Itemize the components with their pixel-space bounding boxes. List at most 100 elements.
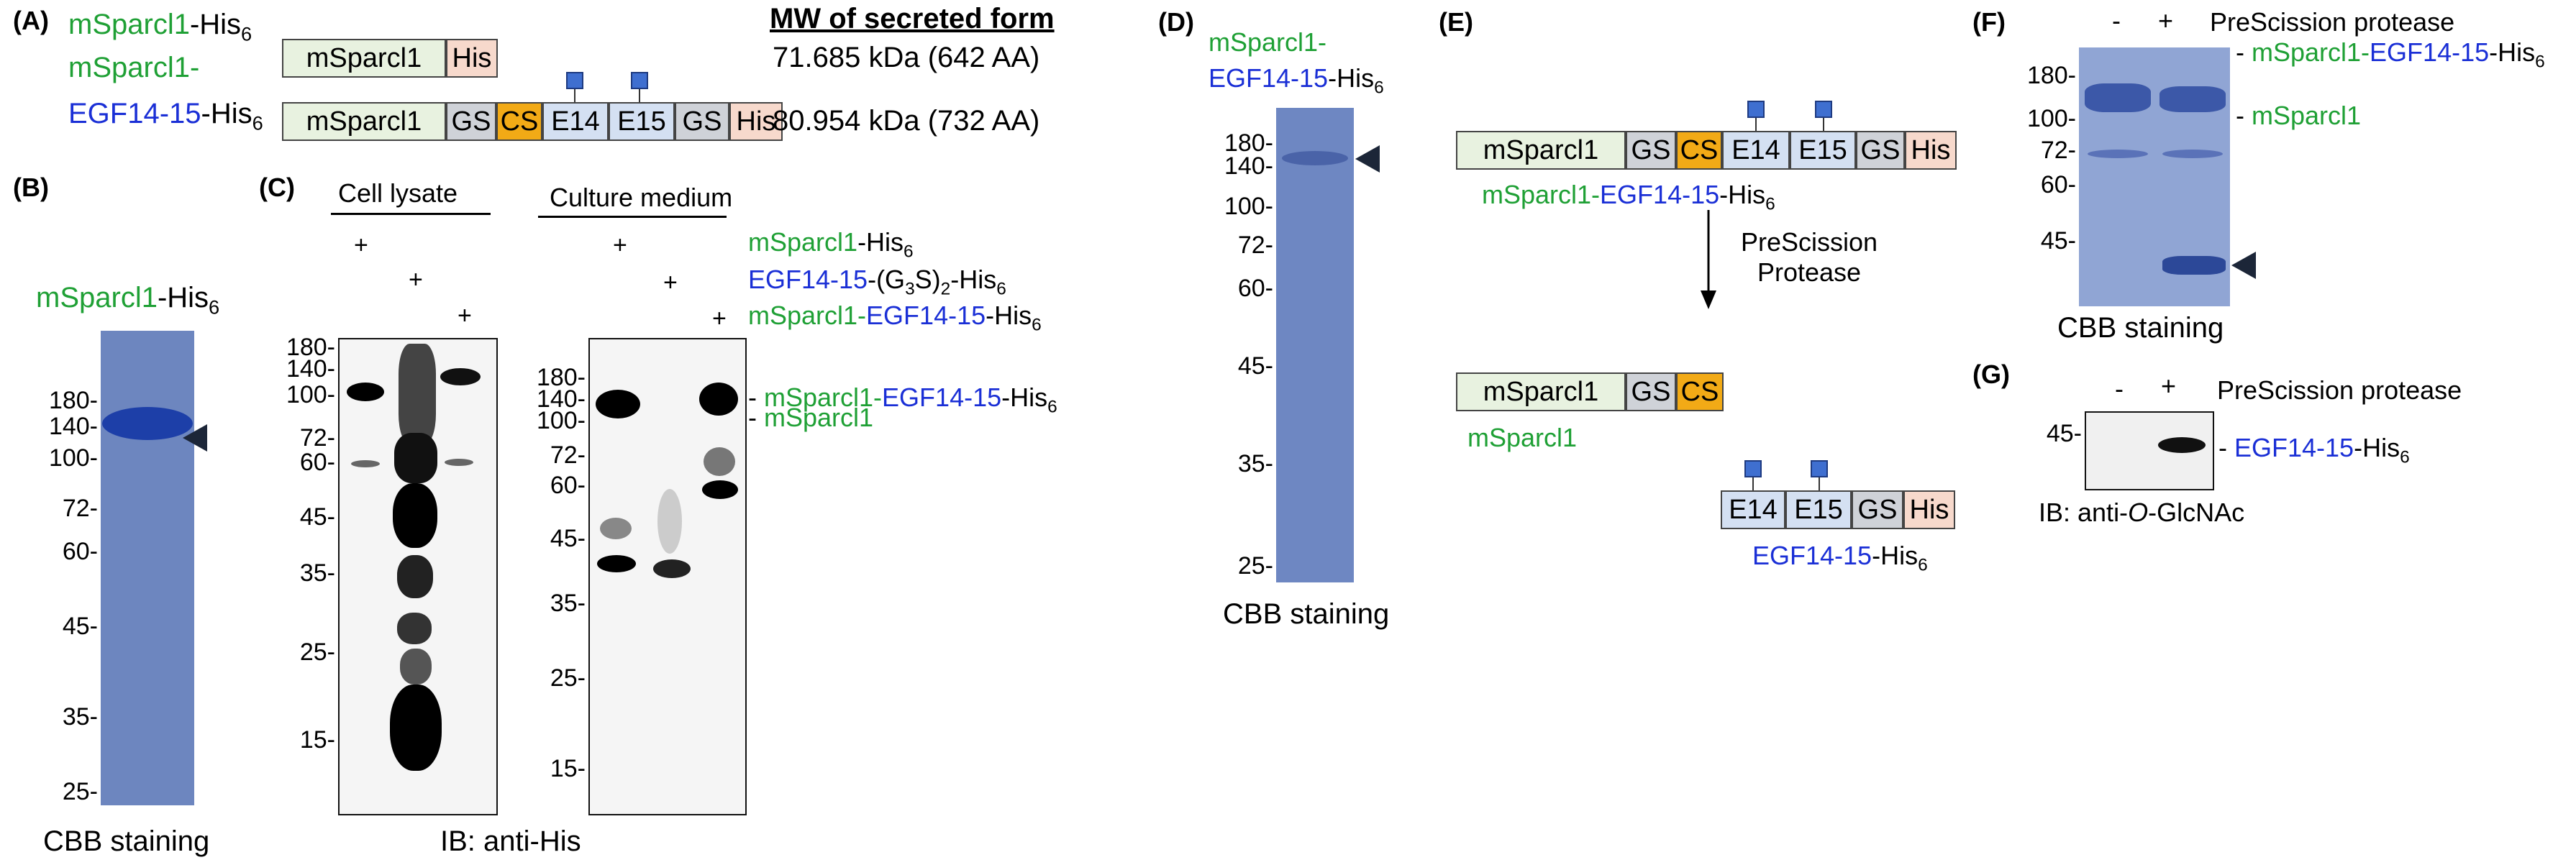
o-glcnac-square-icon (566, 72, 583, 89)
plus-medium-2: + (663, 269, 678, 296)
marker-25: 25- (550, 664, 586, 692)
mw-value-2: 80.954 kDa (732 AA) (773, 105, 1040, 137)
segment-e15: E15 (1790, 131, 1856, 170)
marker-60: 60- (550, 472, 586, 499)
marker-180: 180- (536, 364, 586, 391)
segment-e14: E14 (542, 102, 609, 141)
plus-lysate-3: + (458, 302, 472, 329)
marker-180: 180- (48, 387, 98, 414)
blot-band (699, 383, 738, 416)
construct-diagram-e-full: mSparcl1 GS CS E14 E15 GS His (1456, 131, 1957, 170)
marker-180: 180- (2026, 62, 2076, 89)
medium-underline (538, 216, 727, 218)
panel-e-top-label: mSparcl1-EGF14-15-His6 (1482, 180, 1775, 214)
panel-c-caption: IB: anti-His (440, 825, 581, 857)
o-glcnac-square-icon (1747, 101, 1765, 118)
band-label-msparcl1-egf: - mSparcl1-EGF14-15-His6 (2236, 37, 2545, 72)
panel-label-f: (F) (1972, 7, 2006, 37)
blot-band (597, 555, 636, 572)
segment-msparcl1: mSparcl1 (282, 102, 446, 141)
plus-lysate-1: + (354, 232, 368, 259)
cbb-gel-b (101, 331, 194, 805)
marker-25: 25- (299, 639, 335, 666)
lane-plus: + (2158, 6, 2174, 35)
segment-gs: GS (1626, 131, 1676, 170)
construct-diagram-e-product1: mSparcl1 GS CS (1456, 372, 1724, 411)
segment-gs: GS (1626, 372, 1676, 411)
marker-45: 45- (62, 613, 98, 640)
marker-100: 100- (2026, 105, 2076, 132)
blot-smear (600, 518, 632, 539)
construct-name-msparcl1-his: mSparcl1-His6 (68, 9, 252, 45)
segment-cs: CS (1676, 372, 1724, 411)
marker-45: 45- (2040, 227, 2076, 255)
protease-label: PreScission Protease (1741, 227, 1878, 287)
blot-band (394, 433, 437, 483)
marker-140: 140- (1224, 152, 1273, 180)
panel-f-caption: CBB staining (2057, 312, 2224, 344)
marker-100: 100- (1224, 193, 1273, 220)
glycan-stem (1752, 475, 1754, 490)
panel-label-g: (G) (1972, 360, 2010, 389)
glycan-stem (1755, 115, 1757, 131)
mw-header: MW of secreted form (770, 3, 1055, 35)
protease-header: PreScission protease (2210, 7, 2455, 37)
segment-his: His (1905, 131, 1957, 170)
blot-smear (399, 344, 436, 444)
western-blot-g (2085, 411, 2214, 490)
marker-45: 45- (1237, 352, 1273, 380)
marker-60: 60- (1237, 275, 1273, 302)
gel-band (2085, 83, 2151, 112)
construct-name-egf-line2: EGF14-15-His6 (68, 98, 263, 134)
marker-25: 25- (62, 778, 98, 805)
marker-35: 35- (62, 703, 98, 731)
construct-diagram-msparcl1-his: mSparcl1 His (282, 39, 498, 78)
lane-minus: - (2112, 6, 2121, 35)
gel-band (1282, 151, 1348, 165)
header-cell-lysate: Cell lysate (338, 178, 458, 208)
construct-diagram-msparcl1-egf: mSparcl1 GS CS E14 E15 GS His (282, 102, 783, 141)
lysate-underline (331, 213, 491, 215)
arrowhead-icon (1355, 145, 1380, 173)
blot-smear (704, 447, 735, 476)
segment-msparcl1: mSparcl1 (282, 39, 446, 78)
panel-d-title-line1: mSparcl1- (1209, 27, 1327, 57)
marker-100: 100- (536, 407, 586, 434)
glycan-stem (639, 86, 640, 102)
western-blot-lysate (338, 338, 498, 815)
segment-e15: E15 (609, 102, 675, 141)
construct-diagram-e-product2: E14 E15 GS His (1721, 490, 1955, 529)
o-glcnac-square-icon (1744, 460, 1762, 477)
marker-45: 45- (550, 525, 586, 552)
segment-his: His (1903, 490, 1955, 529)
segment-gs: GS (1852, 490, 1903, 529)
arrowhead-icon (183, 424, 207, 452)
blot-band (596, 390, 640, 418)
segment-e15: E15 (1785, 490, 1852, 529)
marker-72: 72- (1237, 232, 1273, 259)
segment-cs: CS (496, 102, 542, 141)
blot-band (702, 480, 738, 499)
segment-msparcl1: mSparcl1 (1456, 131, 1626, 170)
segment-his: His (729, 102, 783, 141)
marker-15: 15- (299, 726, 335, 754)
panel-label-a: (A) (13, 6, 49, 35)
marker-72: 72- (299, 424, 335, 452)
marker-60: 60- (2040, 171, 2076, 198)
plus-lysate-2: + (409, 266, 423, 293)
legend-egf-g3s-his: EGF14-15-(G3S)2-His6 (748, 265, 1006, 299)
blot-smear (400, 649, 432, 685)
panel-b-title: mSparcl1-His6 (36, 282, 220, 319)
o-glcnac-square-icon (1811, 460, 1828, 477)
marker-140: 140- (286, 355, 335, 383)
cbb-gel-f (2079, 47, 2230, 306)
gel-band (2088, 150, 2148, 158)
plus-medium-1: + (613, 232, 627, 259)
band-label-msparcl1: - mSparcl1 (2236, 101, 2362, 130)
segment-e14: E14 (1721, 490, 1785, 529)
panel-label-d: (D) (1158, 7, 1194, 37)
glycan-stem (574, 86, 575, 102)
marker-140: 140- (536, 385, 586, 413)
marker-60: 60- (299, 449, 335, 476)
marker-35: 35- (299, 559, 335, 587)
